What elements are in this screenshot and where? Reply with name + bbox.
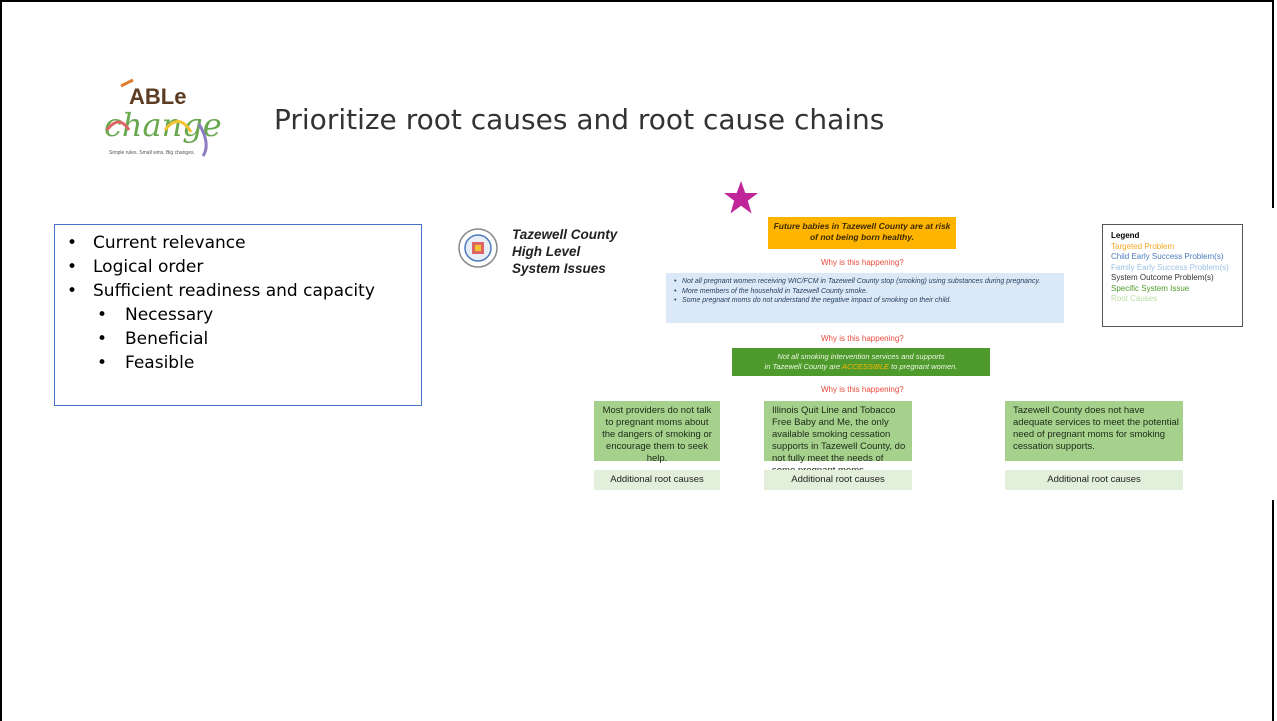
county-title: Tazewell County High Level System Issues — [512, 226, 617, 277]
svg-text:ABLe: ABLe — [129, 84, 186, 109]
county-title-line: High Level — [512, 244, 581, 259]
child-problems-box: Not all pregnant women receiving WIC/FCM… — [666, 273, 1064, 323]
system-issue-box: Not all smoking intervention services an… — [732, 348, 990, 376]
additional-root-causes: Additional root causes — [764, 470, 912, 490]
logo-tagline: Simple rules. Small wins. Big changes. — [109, 150, 195, 156]
additional-root-causes: Additional root causes — [594, 470, 720, 490]
county-title-line: System Issues — [512, 261, 606, 276]
criteria-subitem: Necessary — [63, 303, 421, 327]
root-cause-diagram: Tazewell County High Level System Issues… — [438, 208, 1276, 500]
able-change-logo: ABLe change Simple rules. Small wins. Bi… — [99, 74, 241, 166]
root-cause-box: Most providers do not talk to pregnant m… — [594, 401, 720, 464]
criteria-subitem: Beneficial — [63, 327, 421, 351]
legend-item: Targeted Problem — [1111, 241, 1175, 251]
legend-item: Root Causes — [1111, 294, 1158, 303]
legend-item: Specific System Issue — [1111, 283, 1190, 293]
legend-item: System Outcome Problem(s) — [1111, 273, 1214, 282]
child-problem-item: Not all pregnant women receiving WIC/FCM… — [674, 277, 1056, 287]
star-icon — [724, 181, 758, 214]
root-cause-box: Illinois Quit Line and Tobacco Free Baby… — [764, 401, 912, 476]
system-issue-accent: ACCESSIBLE — [841, 362, 890, 371]
legend-item: Child Early Success Problem(s) — [1111, 252, 1224, 261]
targeted-problem-box: Future babies in Tazewell County are at … — [768, 217, 956, 249]
system-issue-line: Not all smoking intervention services an… — [777, 352, 945, 361]
why-label: Why is this happening? — [821, 334, 904, 343]
additional-root-causes: Additional root causes — [1005, 470, 1183, 490]
criteria-box: Current relevance Logical order Sufficie… — [54, 224, 422, 406]
system-issue-line: in Tazewell County are ACCESSIBLE to pre… — [732, 362, 990, 372]
targeted-problem-line: Future babies in Tazewell County are at … — [773, 221, 951, 231]
root-cause-box: Tazewell County does not have adequate s… — [1005, 401, 1183, 461]
criteria-list: Current relevance Logical order Sufficie… — [63, 231, 421, 375]
legend-item: Family Early Success Problem(s) — [1111, 262, 1229, 272]
child-problem-item: Some pregnant moms do not understand the… — [674, 296, 1056, 306]
targeted-problem-line: of not being born healthy. — [809, 232, 915, 242]
why-label: Why is this happening? — [821, 385, 904, 394]
system-issue-text: in Tazewell County are — [764, 362, 842, 371]
criteria-subitem: Feasible — [63, 351, 421, 375]
system-issue-text: to pregnant women. — [889, 362, 958, 371]
criteria-item: Current relevance — [63, 231, 421, 255]
criteria-item: Logical order — [63, 255, 421, 279]
slide-title: Prioritize root causes and root cause ch… — [274, 103, 885, 136]
county-seal-icon — [458, 228, 498, 268]
child-problem-item: More members of the household in Tazewel… — [674, 287, 1056, 297]
legend-title: Legend — [1111, 231, 1140, 240]
why-label: Why is this happening? — [821, 258, 904, 267]
county-title-line: Tazewell County — [512, 227, 618, 242]
criteria-item: Sufficient readiness and capacity — [63, 279, 421, 303]
